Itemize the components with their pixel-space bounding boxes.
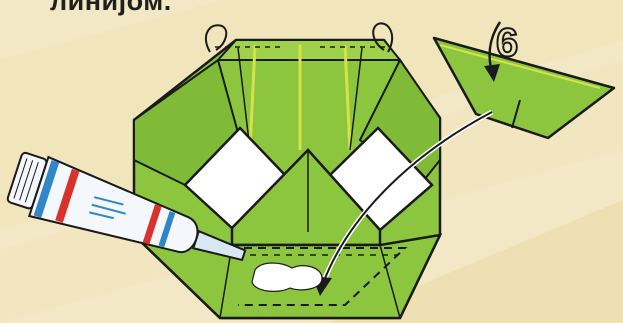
- caption-text: линијом.: [50, 0, 172, 17]
- step-number: 6: [496, 21, 518, 65]
- glue-blob: [252, 263, 322, 291]
